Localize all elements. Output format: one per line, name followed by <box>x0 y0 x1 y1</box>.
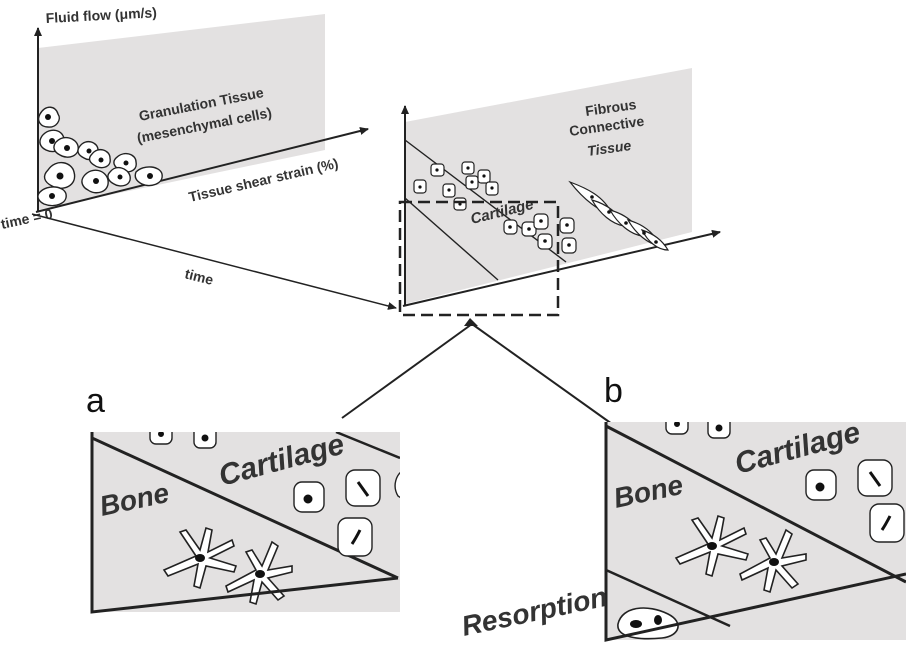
osteoclast-nuclei <box>630 615 662 628</box>
panel-b-boundary-bone-cartilage <box>606 424 906 584</box>
time-label: time <box>183 265 215 288</box>
panel-a-letter: a <box>86 382 105 420</box>
panel-a: a <box>86 382 400 614</box>
plane-later: Fibrous Connective Tissue Cartilage <box>398 68 721 326</box>
shear-strain-axis <box>35 127 369 213</box>
panel-b-osteocyte-nuclei <box>707 542 779 566</box>
osteoclast-cell <box>617 607 679 640</box>
fibrous-label-line1: Fibrous <box>584 96 637 119</box>
time-zero-label: time = 0 <box>0 205 54 232</box>
mesenchymal-nuclei <box>45 114 153 199</box>
panel-a-chondrocyte-nuclei <box>158 432 370 545</box>
panel-b-chondrocyte-nuclei <box>674 422 892 531</box>
panel-b-resorption-label: Resorption <box>459 581 610 642</box>
zoom-line-right <box>471 323 613 425</box>
fibroblast-nuclei <box>590 195 658 244</box>
plane-time-zero: Fluid flow (μm/s) Tissue shear strain (%… <box>0 4 369 232</box>
panel-b: b <box>459 372 906 642</box>
time-axis <box>31 213 397 310</box>
chondrocyte <box>394 468 400 502</box>
chondrocyte-nuclei-small <box>418 166 571 247</box>
zoom-pointer <box>464 318 478 326</box>
panel-b-frame <box>604 422 906 642</box>
zoom-box <box>398 200 560 317</box>
fibroblast-cell <box>640 228 670 251</box>
zoom-line-left <box>341 323 473 419</box>
cartilage-boundary-lower <box>404 197 499 281</box>
panel-b-letter: b <box>604 372 623 410</box>
later-plane <box>405 68 692 304</box>
panel-a-frame <box>90 432 399 614</box>
fluid-flow-label: Fluid flow (μm/s) <box>45 4 157 26</box>
panel-a-osteocyte-nuclei <box>195 554 265 578</box>
fibrous-label-line3: Tissue <box>586 137 632 159</box>
panel-a-boundary-cartilage-edge <box>335 432 400 460</box>
later-horizontal-axis <box>402 229 721 307</box>
